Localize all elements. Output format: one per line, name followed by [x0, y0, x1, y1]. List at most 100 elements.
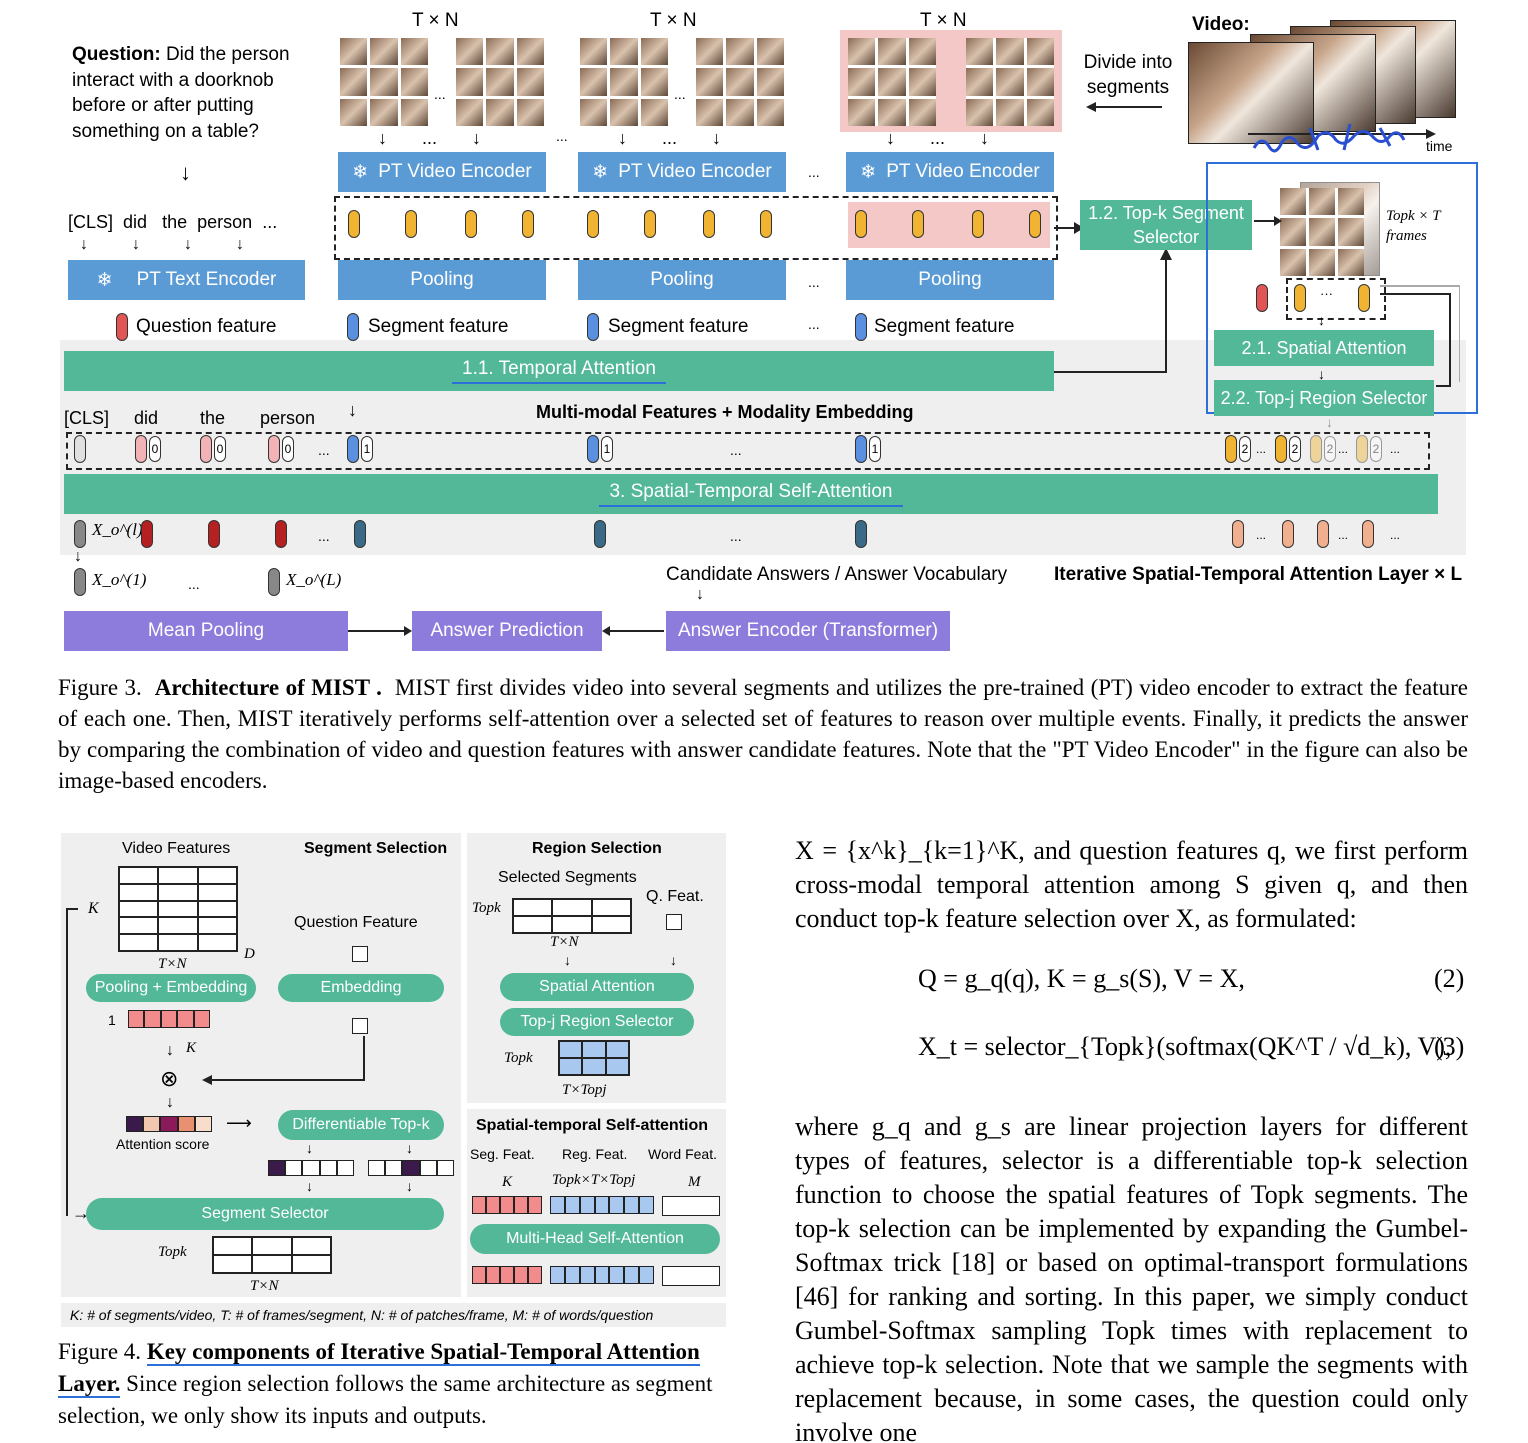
embedding: Embedding — [278, 974, 444, 1002]
arrow-down: ↓ — [1318, 366, 1325, 382]
q-feat-label: Q. Feat. — [646, 888, 704, 905]
answer-prediction: Answer Prediction — [412, 611, 602, 651]
selected-token-highlight — [848, 202, 1050, 248]
segment-feature-label: Segment feature — [608, 316, 749, 337]
output-token — [1362, 520, 1374, 548]
seg-feat-label: Seg. Feat. — [470, 1146, 535, 1162]
equation-3-number: (3) — [1434, 1032, 1465, 1061]
segment-feature-token — [347, 313, 359, 341]
ellipsis: ... — [188, 576, 200, 592]
ellipsis: ... — [730, 442, 742, 458]
word-token — [268, 435, 280, 463]
arrow-down: ↓ — [1318, 312, 1325, 328]
word-feat-bar — [662, 1196, 720, 1216]
ellipsis: ... — [1256, 528, 1267, 542]
selected-segments-label: Selected Segments — [498, 869, 637, 886]
m-label: M — [688, 1174, 701, 1190]
question-label: Question: — [72, 44, 161, 65]
region-token — [1275, 435, 1287, 463]
prediction-arrows — [348, 626, 664, 636]
reg-feat-label: Reg. Feat. — [562, 1146, 628, 1162]
figure-3-caption: Figure 3. Architecture of MIST . MIST fi… — [58, 672, 1468, 796]
ellipsis: ... — [808, 316, 820, 332]
modality-badge: 1 — [361, 436, 373, 462]
frame-token — [703, 210, 715, 238]
question-feature-token — [116, 313, 128, 341]
pt-video-encoder-3: ❄PT Video Encoder — [846, 152, 1054, 192]
modality-badge: 1 — [601, 436, 613, 462]
arrow-down: ↓ — [166, 1042, 174, 1059]
pooled-features — [128, 1010, 211, 1028]
snowflake-icon: ❄ — [96, 269, 113, 291]
question-down-arrow: ↓ — [180, 160, 191, 185]
caption-text: MIST first divides video into several se… — [58, 675, 1468, 793]
pooling-2: Pooling — [578, 260, 786, 300]
ellipsis: ... — [318, 528, 330, 544]
frame-token — [1029, 210, 1041, 238]
topk-frames-label: Topk × T frames — [1386, 208, 1441, 244]
divide-arrow — [1086, 102, 1162, 112]
modality-badge: 0 — [282, 436, 294, 462]
row-word-did: did — [134, 408, 159, 428]
region-segments-grid — [512, 898, 632, 934]
snowflake-icon: ❄ — [860, 161, 877, 183]
spatial-attention-pill: Spatial Attention — [500, 973, 694, 1001]
segment-token — [587, 435, 599, 463]
ellipsis: ... — [556, 128, 568, 144]
frame-token — [855, 210, 867, 238]
caption-bold: Architecture of MIST . — [154, 675, 382, 700]
xo-1-label: X_o^(1) — [92, 570, 147, 589]
attention-score-label: Attention score — [116, 1136, 210, 1152]
segment-k-frame-a — [848, 38, 936, 126]
segment-feature-token — [587, 313, 599, 341]
modality-badge: 0 — [149, 436, 161, 462]
segment-1-frame-a — [340, 38, 428, 126]
pt-text-encoder: ❄PT Text Encoder — [68, 260, 305, 300]
region-feedback-lines — [1380, 285, 1460, 387]
word-token — [200, 435, 212, 463]
txn-label-3: T × N — [920, 10, 967, 31]
ellipsis: ... — [318, 442, 330, 458]
k-label-2: K — [186, 1040, 197, 1056]
word-arrows: ↓↓↓↓ — [80, 236, 288, 253]
modality-badge: 0 — [214, 436, 226, 462]
frame-arrows-3: ↓ ... ↓ — [886, 128, 990, 148]
topk-label: Topk — [504, 1050, 533, 1066]
modality-badge: 2 — [1370, 436, 1382, 462]
arrow-down: ↓ — [564, 952, 571, 968]
body-paragraph-2: where g_q and g_s are linear projection … — [795, 1112, 1468, 1443]
frame-arrow — [1254, 216, 1282, 226]
otimes-icon: ⊗ — [160, 1066, 179, 1091]
modality-badge: 2 — [1239, 436, 1251, 462]
attention-score-bar — [126, 1116, 213, 1132]
output-token — [1282, 520, 1294, 548]
arrow-down: ↓ — [696, 586, 704, 603]
segment-2-frame-b — [696, 38, 784, 126]
region-selection-title: Region Selection — [532, 840, 662, 857]
caption-prefix: Figure 4. — [58, 1339, 142, 1364]
body-paragraph-1: X = {x^k}_{k=1}^K, and question features… — [795, 836, 1468, 933]
question-feature-label: Question feature — [136, 316, 277, 337]
arrow-right: → — [72, 1203, 90, 1223]
ellipsis: ... — [434, 86, 446, 102]
frame-token — [522, 210, 534, 238]
out-reg-bar — [550, 1266, 655, 1284]
segment-token — [855, 435, 867, 463]
output-token — [268, 568, 280, 596]
txn-label: T×N — [158, 956, 187, 972]
seg-feat-bar — [472, 1196, 542, 1214]
xo-l-label: X_o^(l) — [92, 520, 143, 539]
k-label-3: K — [502, 1174, 513, 1190]
output-token — [855, 520, 867, 548]
pt-video-encoder-2: ❄PT Video Encoder — [578, 152, 786, 192]
frame-token — [644, 210, 656, 238]
time-label: time — [1426, 138, 1453, 154]
arrow-down: ↓ — [670, 952, 677, 968]
frame-token — [465, 210, 477, 238]
one-hot-vector-2 — [368, 1160, 455, 1176]
arrow-down: ↓ — [166, 1094, 174, 1111]
segment-1-frame-b — [456, 38, 544, 126]
modality-badge: 1 — [869, 436, 881, 462]
ellipsis: ... — [808, 164, 820, 180]
multi-head-self-attention: Multi-Head Self-Attention — [470, 1224, 720, 1254]
